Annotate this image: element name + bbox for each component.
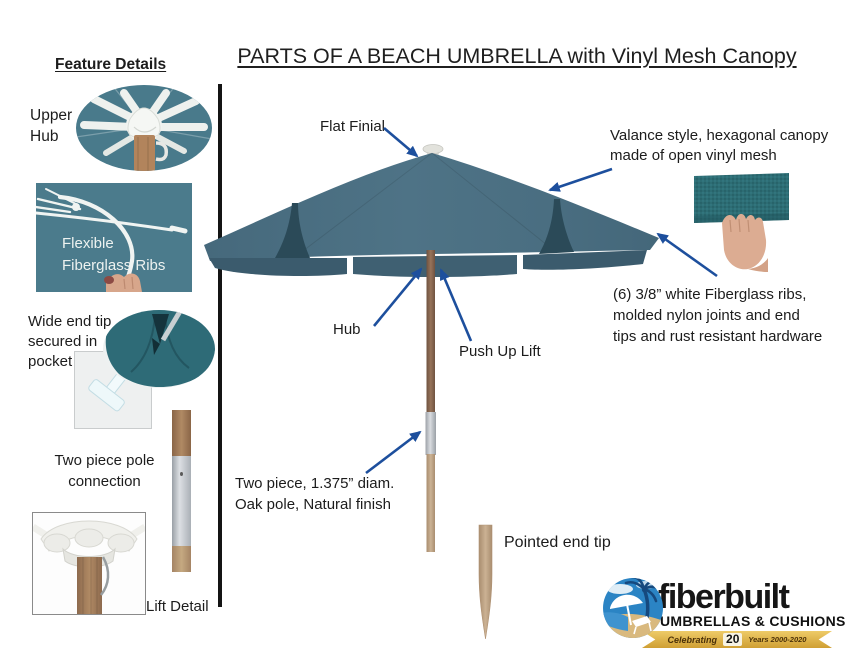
banner-years: Years 2000-2020 [748, 635, 807, 644]
hub-label: Hub [333, 321, 361, 338]
flexible-ribs-caption-line2: Fiberglass Ribs [62, 257, 166, 274]
feature-details-heading: Feature Details [55, 56, 167, 73]
banner-celebrating: Celebrating [667, 634, 718, 645]
pointed-end-tip-graphic [478, 524, 493, 640]
flexible-ribs-caption-line1: Flexible [62, 235, 114, 252]
wide-end-tip-label: Wide end tip secured in pocket [28, 313, 112, 370]
main-pole-connector [425, 412, 436, 455]
push-up-lift-label: Push Up Lift [459, 343, 541, 360]
flat-finial-label: Flat Finial [320, 118, 386, 135]
pole-label: Two piece, 1.375” diam. Oak pole, Natura… [235, 475, 395, 513]
pole-connection-label: Two piece pole connection [54, 452, 155, 490]
rib-pocket-left [275, 203, 310, 258]
vertical-divider [218, 84, 222, 607]
mesh-detail-photo [692, 170, 792, 272]
valance-right [523, 250, 647, 270]
rib-pocket-right [539, 199, 574, 254]
pole-connection-wood-bottom [172, 546, 191, 572]
pole-connection-wood-top [172, 410, 191, 456]
logo-beach-icon [603, 578, 663, 638]
pole-connection-sleeve [172, 456, 191, 546]
logo-brand-text: fiberbuilt [658, 578, 790, 616]
lift-detail-photo-graphic [33, 513, 145, 614]
valance-label: Valance style, hexagonal canopy made of … [610, 127, 829, 164]
pocket-photo [103, 310, 215, 388]
mesh-detail-photo-graphic [694, 173, 789, 272]
lift-detail-photo [32, 512, 146, 615]
anniversary-banner: Celebrating 20 Years 2000-2020 [642, 631, 832, 648]
logo [602, 577, 664, 639]
lift-detail-label: Lift Detail [146, 598, 209, 615]
upper-hub-label: Upper Hub [30, 107, 73, 145]
upper-hub-photo [76, 85, 212, 171]
hand-graphic [722, 213, 767, 270]
pole-connection-pin [180, 472, 183, 476]
upper-hub-photo-graphic [76, 85, 212, 171]
main-pole-graphic [425, 250, 436, 552]
logo-tagline-text: UMBRELLAS & CUSHIONS [660, 613, 846, 629]
page-title: PARTS OF A BEACH UMBRELLA with Vinyl Mes… [237, 44, 797, 68]
flexible-ribs-photo: Flexible Fiberglass Ribs [36, 183, 192, 292]
umbrella-illustration [204, 144, 659, 640]
banner-number: 20 [723, 633, 743, 646]
fiberglass-ribs-label: (6) 3/8” white Fiberglass ribs, molded n… [613, 286, 823, 345]
flexible-ribs-photo-graphic [36, 183, 192, 292]
pointed-end-tip-label: Pointed end tip [504, 534, 611, 551]
pocket-photo-graphic [103, 310, 215, 388]
pole-connection-photo [172, 410, 191, 572]
valance-left [209, 258, 347, 276]
